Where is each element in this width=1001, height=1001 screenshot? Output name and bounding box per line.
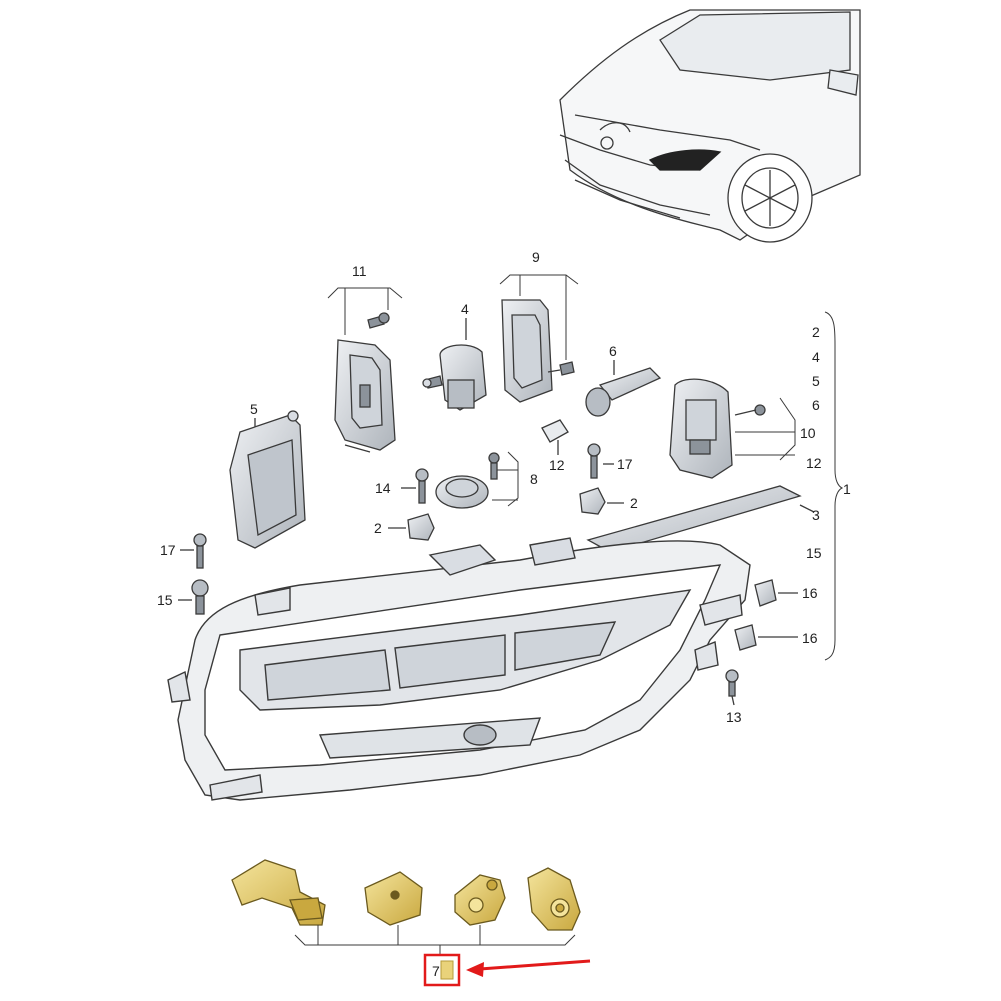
label-3: 3 — [812, 507, 820, 523]
label-8: 8 — [530, 471, 538, 487]
part-17-screw-a — [587, 443, 614, 479]
label-16a: 16 — [802, 585, 818, 601]
label-9: 9 — [532, 249, 540, 265]
part-4-motor — [422, 318, 487, 411]
part-7-bracket-b — [364, 871, 423, 926]
label-4b: 4 — [812, 349, 820, 365]
callout-8 — [492, 451, 519, 507]
label-13: 13 — [726, 709, 742, 725]
label-12a: 12 — [549, 457, 565, 473]
label-12b: 12 — [806, 455, 822, 471]
part-6-bulb — [585, 360, 662, 417]
label-15a: 15 — [157, 592, 173, 608]
part-15-screw — [178, 579, 209, 615]
part-5-module — [229, 410, 306, 549]
label-5a: 5 — [812, 373, 820, 389]
label-7: 7 — [432, 963, 440, 979]
label-10: 10 — [800, 425, 816, 441]
part-16-clip-upper — [754, 579, 798, 607]
label-6b: 6 — [812, 397, 820, 413]
label-14: 14 — [375, 480, 391, 496]
part-7-bracket-a — [231, 859, 326, 926]
label-16b: 16 — [802, 630, 818, 646]
part-14-screw — [401, 468, 429, 504]
part-2-clip-left — [388, 513, 435, 541]
label-5b: 5 — [250, 401, 258, 417]
label-2a: 2 — [812, 324, 820, 340]
label-6a: 6 — [609, 343, 617, 359]
part-11-bracket — [334, 312, 396, 453]
vehicle-illustration — [559, 9, 861, 243]
label-17b: 17 — [160, 542, 176, 558]
label-4a: 4 — [461, 301, 469, 317]
part-8-cover-cap — [435, 452, 500, 509]
label-2c: 2 — [630, 495, 638, 511]
part-9-gasket — [501, 299, 575, 403]
callout-10 — [735, 397, 796, 461]
callout-9 — [499, 274, 579, 360]
label-1: 1 — [843, 481, 851, 497]
callout-7-bracket — [294, 925, 576, 955]
callout-7-highlight — [423, 953, 591, 987]
callout-11 — [327, 287, 403, 335]
part-16-clip-lower — [734, 624, 798, 651]
headlight-housing — [167, 537, 751, 801]
label-11: 11 — [352, 263, 367, 279]
part-7-bracket-d — [527, 867, 581, 931]
part-2-clip-right — [579, 487, 624, 515]
label-2b: 2 — [374, 520, 382, 536]
label-15b: 15 — [806, 545, 822, 561]
brace-1 — [824, 311, 844, 661]
part-control-module — [669, 378, 766, 479]
part-12-small-bulb — [541, 419, 569, 455]
part-13-screw — [725, 669, 739, 706]
part-17-screw-b — [180, 533, 207, 569]
callout-list-right: 2 4 5 6 12 15 1 — [806, 324, 851, 561]
part-7-bracket-c — [454, 874, 506, 926]
label-17a: 17 — [617, 456, 633, 472]
